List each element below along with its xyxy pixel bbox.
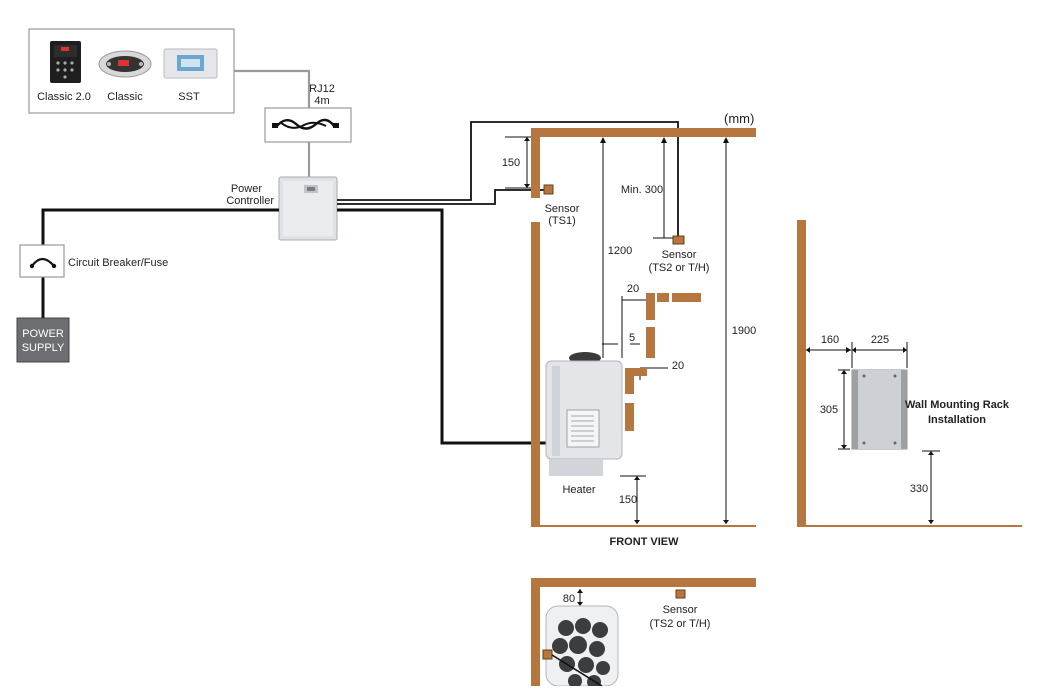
- control-label-classic-2-0: Classic 2.0: [37, 91, 91, 103]
- rack-wall: [797, 220, 806, 526]
- power-controller-label-line1: Power: [231, 183, 263, 195]
- dim-330: 330: [910, 483, 928, 495]
- wire-sensor-ts1: [337, 189, 545, 205]
- sensor-ts2-top-icon: [675, 589, 686, 599]
- control-label-classic: Classic: [107, 91, 143, 103]
- power-controller-label-line2: Controller: [226, 195, 274, 207]
- front-view-label: FRONT VIEW: [609, 536, 679, 548]
- wire-heater-power: [337, 208, 546, 445]
- dim-305: 305: [820, 404, 838, 416]
- dim-1200: 1200: [608, 245, 632, 257]
- sensor-ts2-top-label-line1: Sensor: [663, 604, 698, 616]
- rj12-cable-box: [264, 107, 352, 143]
- cable-coil-icon: [272, 118, 339, 130]
- cable-length-label: 4m: [314, 95, 329, 107]
- power-controller-icon: [278, 176, 338, 241]
- ceiling: [531, 128, 756, 137]
- wire-mains-to-breaker: [41, 208, 279, 245]
- top-view-walls: [531, 578, 756, 686]
- sst-control-panel-icon: [163, 48, 218, 79]
- sensor-ts2-label-line1: Sensor: [662, 249, 697, 261]
- rack-dimension-arrows: [806, 347, 934, 524]
- wire-sensor-ts2: [337, 121, 679, 238]
- heater-label: Heater: [562, 484, 595, 496]
- left-wall-upper: [531, 128, 540, 198]
- control-options-box: Classic 2.0 Classic SST: [28, 28, 235, 114]
- rack-label-line2: Installation: [928, 414, 986, 426]
- control-label-sst: SST: [178, 91, 200, 103]
- sensor-ts2-icon: [672, 235, 685, 245]
- sensor-ts1-label-line1: Sensor: [545, 203, 580, 215]
- dim-1900: 1900: [732, 325, 756, 337]
- sensor-ts1-top-icon: [542, 649, 553, 660]
- dim-20-side: 20: [672, 360, 684, 372]
- circuit-breaker-label: Circuit Breaker/Fuse: [68, 257, 168, 269]
- heater-icon: [545, 352, 623, 476]
- power-supply-label-line1: POWER: [22, 328, 64, 340]
- dim-160: 160: [821, 334, 839, 346]
- units-label: (mm): [724, 111, 754, 126]
- sensor-ts2-top-label-line2: (TS2 or T/H): [650, 618, 711, 630]
- control-link-line: [234, 69, 311, 108]
- power-supply-box: POWER SUPPLY: [16, 317, 70, 363]
- rack-label-line1: Wall Mounting Rack: [905, 399, 1010, 411]
- dim-150-top: 150: [502, 157, 520, 169]
- circuit-breaker-box: [19, 244, 65, 278]
- sensor-ts1-label-line2: (TS1): [548, 215, 576, 227]
- dim-150-bottom: 150: [619, 494, 637, 506]
- sauna-walls: [531, 128, 756, 527]
- top-view-wire: [551, 654, 603, 687]
- dim-20-top: 20: [627, 283, 639, 295]
- sensor-ts1-icon: [543, 184, 554, 195]
- dim-225: 225: [871, 334, 889, 346]
- dim-min-300: Min. 300: [621, 184, 663, 196]
- cable-type-label: RJ12: [309, 83, 335, 95]
- dim-5: 5: [629, 332, 635, 344]
- classic-control-panel-icon: [98, 50, 152, 78]
- left-wall-lower: [531, 222, 540, 526]
- power-supply-label-line2: SUPPLY: [22, 342, 65, 354]
- rack-installation-walls: [797, 220, 1022, 527]
- wall-mounting-rack-icon: [851, 369, 908, 450]
- circuit-breaker-icon: [29, 257, 57, 269]
- top-view-dimension-arrows: [577, 589, 583, 606]
- dim-80: 80: [563, 593, 575, 605]
- heater-guard-rail: [625, 293, 701, 431]
- dimension-arrows: [524, 137, 729, 524]
- classic-2-0-control-panel-icon: [50, 41, 81, 83]
- sensor-ts2-label-line2: (TS2 or T/H): [649, 262, 710, 274]
- dimension-lines: [505, 136, 727, 524]
